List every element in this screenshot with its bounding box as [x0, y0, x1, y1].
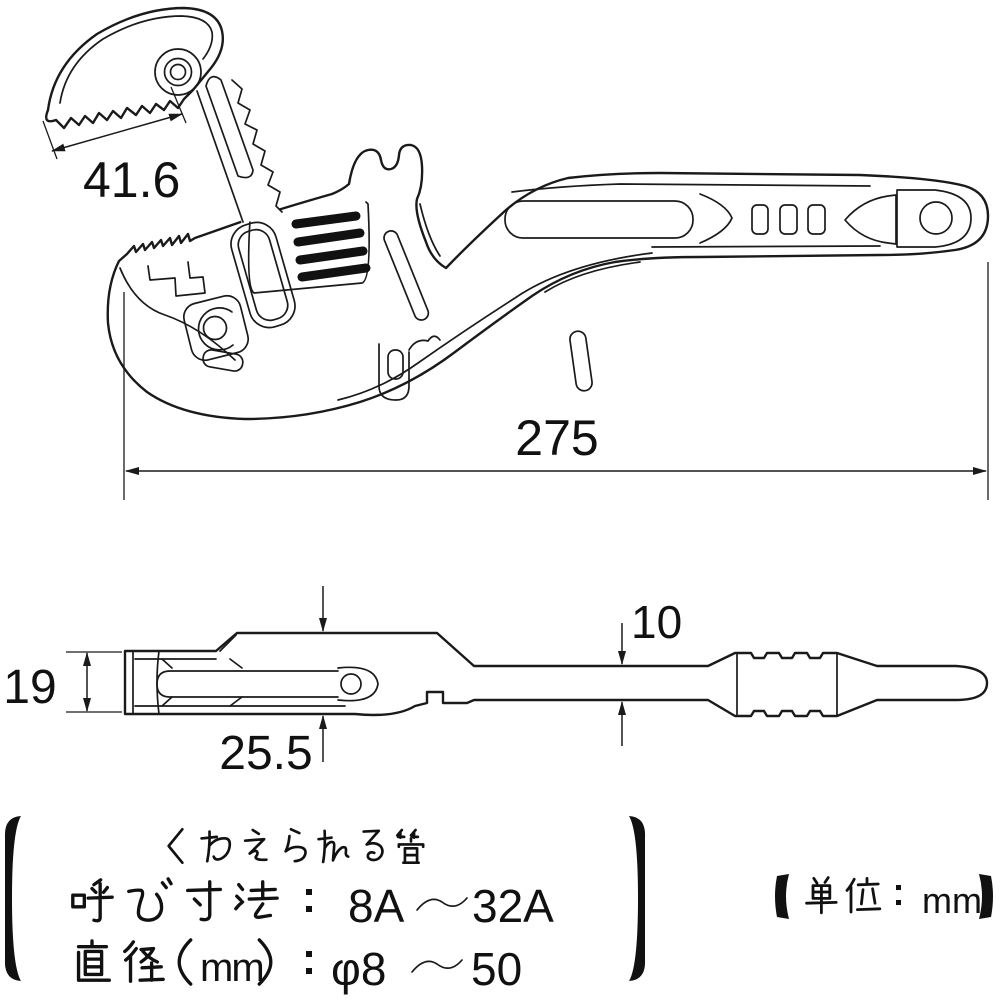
slide-bar [196, 75, 283, 224]
band-slot [569, 330, 593, 392]
grip-notch [751, 204, 769, 235]
lower-jaw-step [147, 261, 206, 297]
ratchet-teeth [231, 79, 283, 213]
plan-details [132, 634, 838, 717]
nominal-max-value: 32A [472, 880, 554, 932]
tilde-glyph [416, 897, 468, 911]
jaw-pivot-boss [154, 48, 202, 96]
jaw-capacity-dimension: 41.6 [42, 86, 187, 208]
hanger-hook [378, 335, 441, 401]
side-view-drawing: 41.6 275 [42, 6, 990, 500]
colon-dot [306, 889, 312, 895]
hanging-hole [919, 201, 953, 235]
plan-pivot-pin [340, 673, 362, 695]
pivot-assembly [182, 294, 250, 372]
unit-note: mm 【 単位：mm 】 [775, 874, 993, 921]
head-height-label: 19 [3, 661, 56, 714]
colon-dot [306, 906, 312, 912]
colon-dot [306, 951, 312, 957]
head-width-label: 25.5 [219, 727, 312, 780]
overall-length-dimension: 275 [123, 262, 989, 500]
unit-open-bracket [775, 874, 789, 919]
handle-width-label: 10 [631, 596, 682, 648]
nominal-min-value: 8A [348, 880, 405, 932]
frame-slot [383, 230, 430, 321]
plan-outline [123, 631, 989, 718]
diameter-paren-unit: mm [200, 946, 263, 990]
grip-notch [779, 204, 798, 235]
body-window [230, 221, 296, 329]
spec-close-bracket [629, 816, 646, 981]
grip-bullet [844, 194, 897, 245]
handle-details [504, 183, 972, 248]
unit-close-bracket [979, 874, 993, 919]
jaw-pivot-hole [169, 63, 187, 81]
handle-slot [504, 200, 694, 239]
diameter-max-value: 50 [471, 943, 522, 995]
unit-value: mm [922, 880, 982, 921]
jaw-capacity-label: 41.6 [83, 152, 180, 208]
hook-jaw [45, 6, 225, 130]
spec-block: くわえられる管 呼び寸法 8A 32A mm 直径（mm） φ8 50 [4, 816, 646, 995]
grip-notch [807, 204, 826, 235]
spec-open-bracket [4, 816, 21, 981]
head-width-dimension: 25.5 [219, 586, 327, 780]
diameter-min-value: φ8 [331, 943, 386, 995]
colon-dot [896, 885, 901, 890]
adjusting-nut [247, 201, 371, 294]
head-height-dimension: 19 [3, 651, 122, 714]
top-view-drawing: 19 25.5 10 [3, 586, 989, 780]
handle-width-dimension: 10 [618, 596, 682, 746]
overall-length-label: 275 [515, 410, 598, 466]
colon-dot [306, 968, 312, 974]
tilde-glyph [411, 959, 463, 973]
colon-dot [896, 900, 901, 905]
